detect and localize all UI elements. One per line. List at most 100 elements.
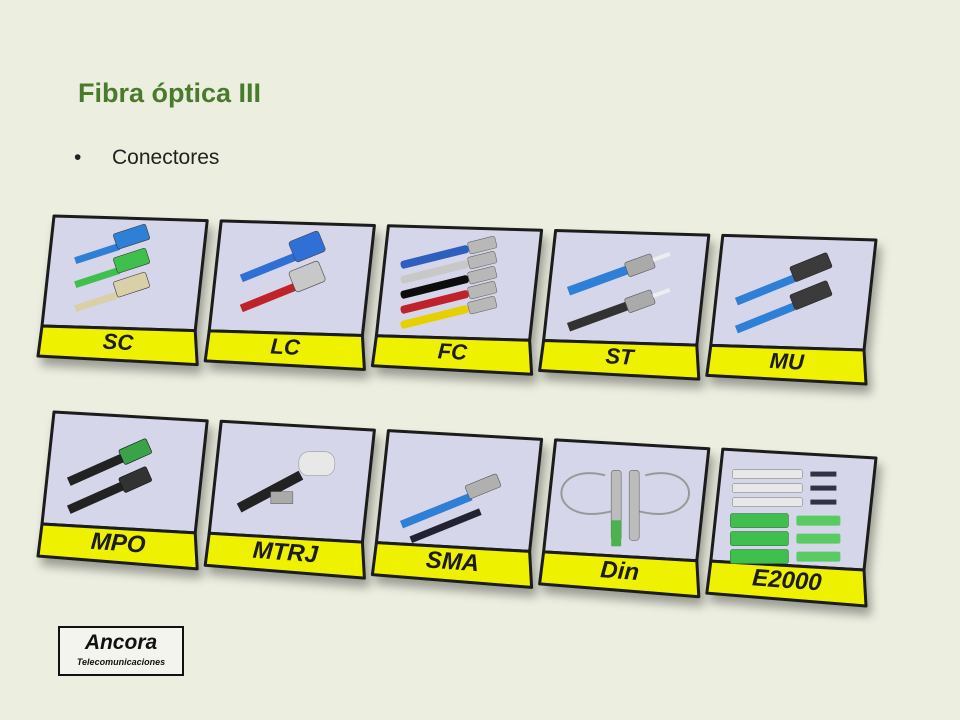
connector-body (732, 497, 803, 507)
din-connector-icon (560, 469, 690, 547)
connector-label: ST (605, 343, 636, 370)
cable-boot (810, 471, 837, 477)
connector-label-band (705, 343, 868, 386)
connector-label: E2000 (751, 564, 823, 596)
st-connector-icon (566, 251, 671, 332)
connector-label: MTRJ (252, 537, 320, 569)
connector-label: SC (102, 329, 135, 356)
connector-label: SMA (425, 546, 480, 577)
fiber-loop (634, 472, 690, 515)
connector-label-band (705, 559, 868, 608)
connector-panel-mu: MU (705, 233, 878, 386)
connector-panel-fc: FC (370, 224, 544, 376)
connector-body (288, 230, 326, 263)
connector-row-2: MPO MTRJ SMA Din E2000 (36, 410, 878, 608)
cable-boot (810, 499, 837, 505)
connector-body (467, 235, 498, 255)
connector-label: MPO (90, 528, 147, 559)
connector-photo-frame (709, 233, 878, 352)
cable-boot (400, 245, 470, 269)
bullet-item: • Conectores (74, 146, 219, 170)
cable-boot (796, 515, 841, 526)
bullet-dot: • (74, 146, 82, 169)
connector-panel-sc: SC (36, 214, 209, 367)
cable-boot (734, 302, 796, 334)
connector-body (730, 549, 789, 564)
connector-photo-frame (40, 410, 209, 535)
cable-boot (399, 492, 473, 529)
connector-label-band (203, 329, 366, 371)
connector-body (628, 469, 640, 541)
cable-boot (74, 243, 121, 265)
connector-label: LC (270, 333, 302, 360)
connector-row-1: SC LC FC ST MU (36, 214, 878, 386)
connector-body (467, 295, 498, 315)
cable-boot (409, 508, 482, 543)
e2000-connector-icon (730, 469, 841, 564)
cable-boot (66, 453, 126, 486)
connector-label-band (203, 531, 366, 580)
connector-panel-lc: LC (203, 219, 376, 371)
connector-body (113, 271, 150, 298)
connector-label-band (538, 339, 701, 381)
cable-boot (400, 260, 470, 284)
connector-label-band (538, 550, 701, 599)
mtrj-connector-icon (236, 451, 336, 513)
ferrule (652, 251, 671, 262)
connector-panel-sma: SMA (370, 429, 544, 589)
connector-panel-mpo: MPO (36, 410, 209, 571)
ferrule (652, 287, 671, 298)
logo-name: Ancora (84, 631, 158, 654)
cable-boot (566, 265, 629, 296)
connector-photo-frame (542, 438, 711, 563)
connector-body (732, 483, 803, 493)
connector-label-band (370, 541, 534, 589)
cable-boot (611, 520, 622, 547)
cable-boot (796, 551, 841, 562)
cable-boot (734, 274, 796, 306)
connector-body (464, 473, 502, 499)
connector-label: Din (599, 556, 640, 586)
connector-panel-mtrj: MTRJ (203, 419, 376, 580)
connector-body (789, 280, 833, 310)
connector-body (789, 252, 833, 282)
connector-panel-st: ST (538, 229, 711, 381)
connector-body (467, 280, 498, 300)
connector-panel-din: Din (538, 438, 711, 599)
connector-body (467, 265, 498, 285)
connector-body (113, 223, 150, 250)
connector-body (467, 250, 498, 270)
cable-boot (400, 305, 470, 329)
fc-connector-icon (400, 235, 498, 329)
cable-boot (236, 470, 304, 513)
lc-connector-icon (239, 230, 326, 313)
fiber-loop (560, 472, 616, 515)
cable-boot (810, 485, 837, 491)
slide-title: Fibra óptica III (78, 78, 262, 108)
cable-boot (74, 291, 121, 313)
connector-body (118, 466, 152, 493)
sma-connector-icon (399, 473, 502, 543)
connector-body (730, 513, 789, 528)
dust-cap (298, 451, 336, 477)
connector-body (113, 247, 150, 274)
connector-panel-e2000: E2000 (705, 447, 878, 608)
connector-body (118, 438, 152, 465)
connector-label: FC (437, 338, 469, 365)
connector-label: MU (769, 348, 806, 375)
bullet-text: Conectores (112, 146, 220, 169)
mpo-connector-icon (66, 438, 152, 514)
cable-boot (400, 290, 470, 314)
connector-body (270, 491, 294, 505)
connector-body (730, 531, 789, 546)
mu-connector-icon (734, 252, 833, 334)
connector-body (288, 260, 326, 293)
sc-connector-icon (74, 223, 150, 313)
cable-boot (796, 533, 841, 544)
cable-boot (74, 267, 121, 289)
cable-boot (566, 301, 629, 332)
cable-boot (66, 481, 126, 514)
logo-subtitle: Telecomunicaciones (76, 657, 166, 667)
connector-body (732, 469, 803, 479)
